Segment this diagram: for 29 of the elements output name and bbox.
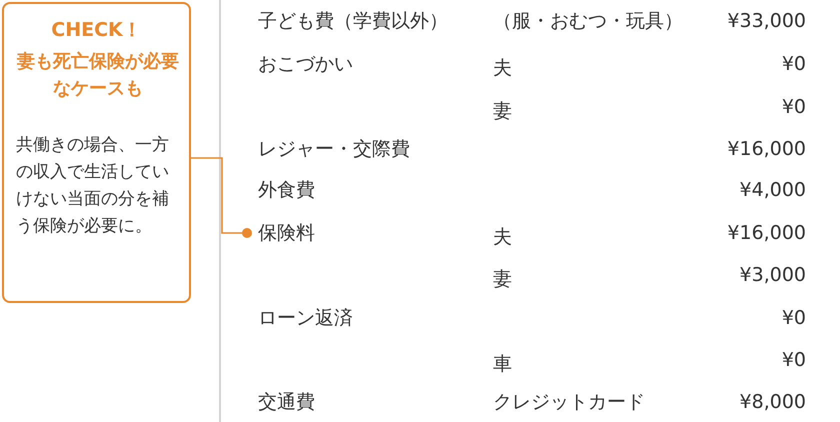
amount-value: ¥0 <box>782 52 806 77</box>
amount-value: ¥0 <box>782 348 806 373</box>
leader-line <box>191 157 252 238</box>
category-label: レジャー・交際費 <box>258 137 410 162</box>
callout-heading: CHECK！ <box>50 18 143 42</box>
amount-value: ¥3,000 <box>740 263 806 288</box>
amount-value: ¥16,000 <box>727 137 806 162</box>
category-label: 保険料 <box>246 220 315 246</box>
amount-value: ¥33,000 <box>727 9 806 34</box>
amount-value: ¥16,000 <box>727 221 806 246</box>
amount-value: ¥8,000 <box>740 390 806 415</box>
callout-box <box>2 2 191 303</box>
item-label: 夫 <box>493 56 512 81</box>
category-label: 外食費 <box>258 178 315 203</box>
item-label: 妻 <box>493 267 512 292</box>
amount-value: ¥4,000 <box>740 178 806 203</box>
category-label: ローン返済 <box>258 306 353 331</box>
item-label: （服・おむつ・玩具） <box>493 9 683 34</box>
item-label: クレジットカード <box>493 390 645 415</box>
amount-value: ¥0 <box>782 306 806 331</box>
item-label: 車 <box>493 352 512 377</box>
category-label: 交通費 <box>258 390 315 415</box>
amount-value: ¥0 <box>782 95 806 120</box>
item-label: 夫 <box>493 225 512 250</box>
callout-title: 妻も死亡保険が必要なケースも <box>16 50 180 101</box>
category-label: おこづかい <box>258 52 353 77</box>
callout-text: 共働きの場合、一方の収入で生活していけない当面の分を補う保険が必要に。 <box>16 134 170 238</box>
item-label: 妻 <box>493 99 512 124</box>
category-label: 子ども費（学費以外） <box>258 9 448 34</box>
